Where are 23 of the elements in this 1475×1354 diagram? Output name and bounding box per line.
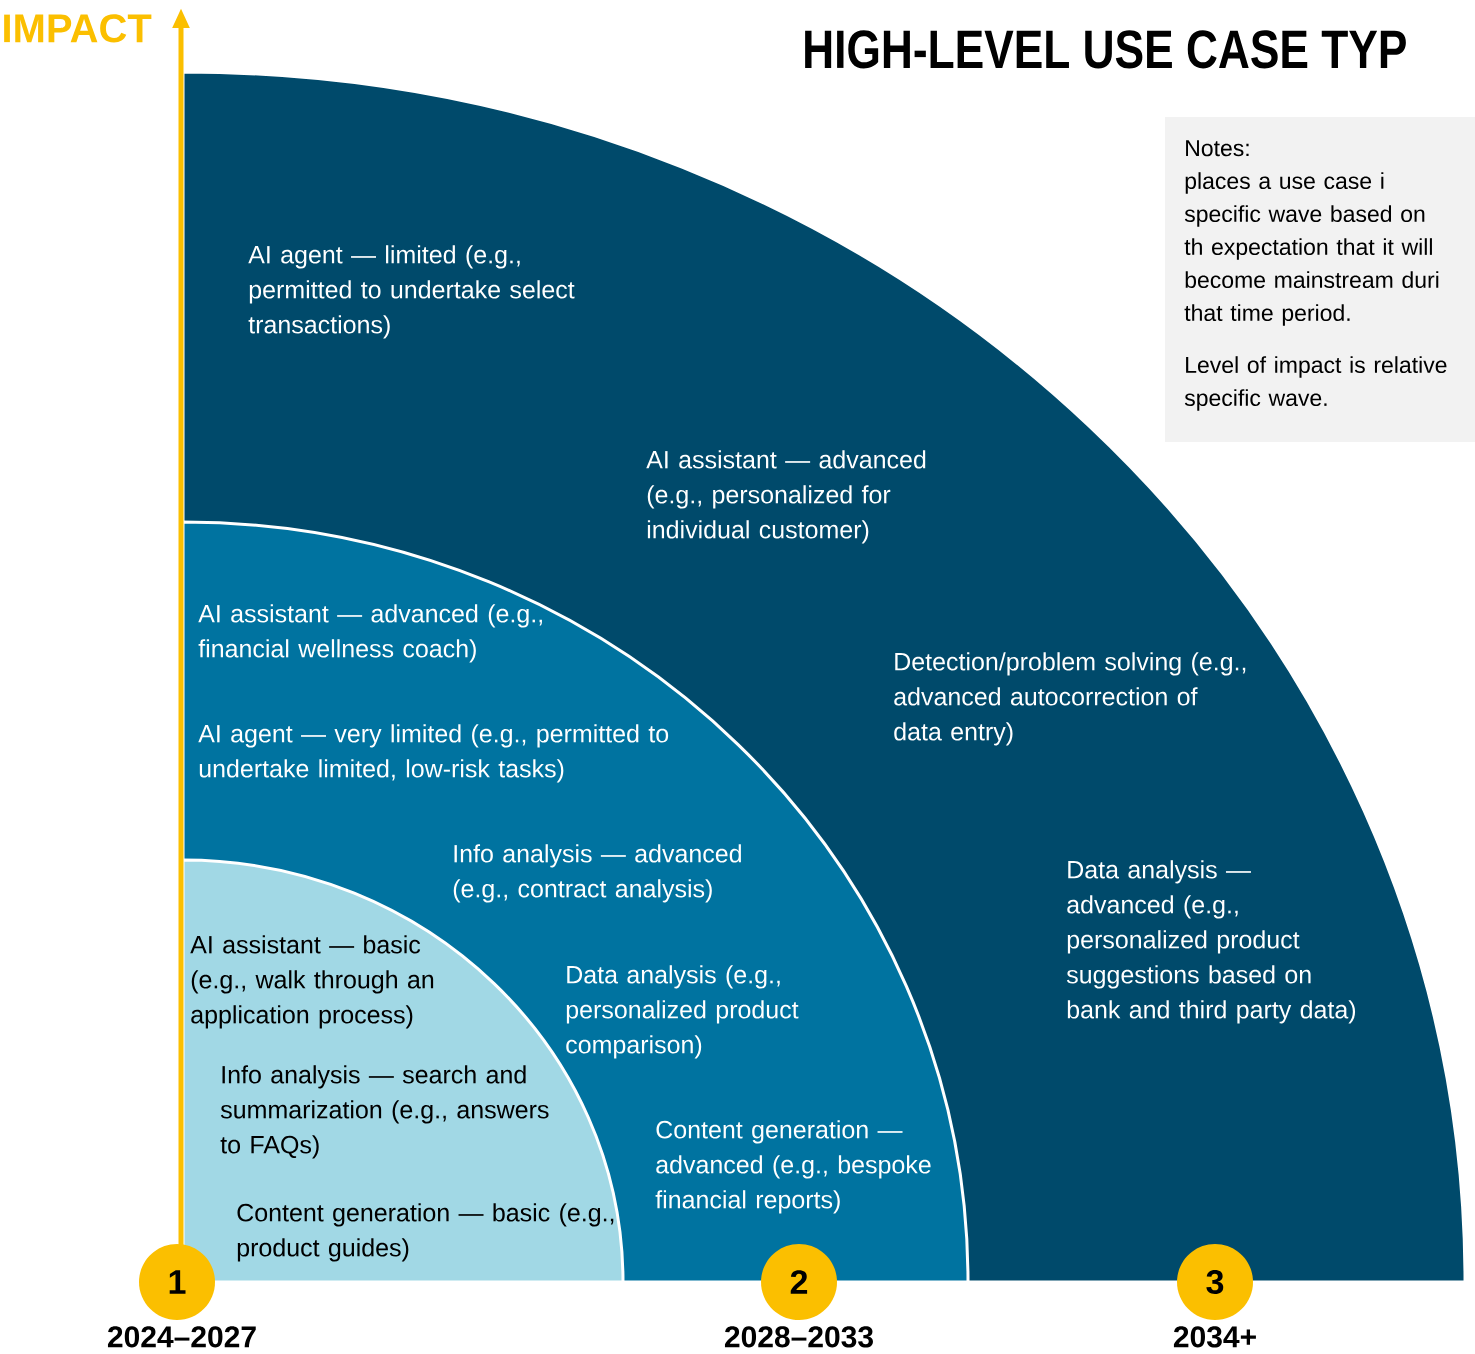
year-range: 2034+ [1173,1326,1256,1348]
wave-number: 2 [761,1244,837,1320]
year-range: 2024–2027 [107,1326,256,1348]
use-case-text: Info analysis — advanced (e.g., contract analysis) [453,844,741,903]
use-case-text: Content generation — basic (e.g., product guides) [237,1203,614,1262]
title: HIGH-LEVEL USE CASE TYP [805,30,1406,69]
note-text: Level of impact is relative specific wave. [1184,356,1447,411]
use-case-text: Info analysis — search and summarization (e.g., answers to FAQs) [220,1065,549,1159]
use-case-text: Data analysis — advanced (e.g., personalized product suggestions based on bank and third party data) [1066,860,1356,1024]
use-case-text: Detection/problem solving (e.g., advanced autocorrection of data entry) [894,652,1246,746]
axis-label: IMPACT [4,14,152,43]
use-case-text: Data analysis (e.g., personalized product comparison) [566,965,799,1059]
use-case-text: Content generation — advanced (e.g., bespoke financial reports) [655,1120,931,1214]
use-case-text: AI agent — very limited (e.g., permitted to undertake limited, low-risk tasks) [198,724,669,783]
use-case-text: AI agent — limited (e.g., permitted to undertake select transactions) [248,245,575,339]
note-text: Notes: [1186,140,1249,157]
use-case-text: AI assistant — basic (e.g., walk through an application process) [190,935,434,1029]
wave-number: 3 [1177,1244,1253,1320]
year-range: 2028–2033 [724,1326,873,1348]
wave-number: 1 [139,1244,215,1320]
use-case-text: AI assistant — advanced (e.g., personalized for individual customer) [646,450,926,544]
use-case-text: AI assistant — advanced (e.g., financial wellness coach) [198,604,542,663]
note-text: places a use case i specific wave based on th expectation that it will become mainstream duri that time period. [1184,172,1439,326]
